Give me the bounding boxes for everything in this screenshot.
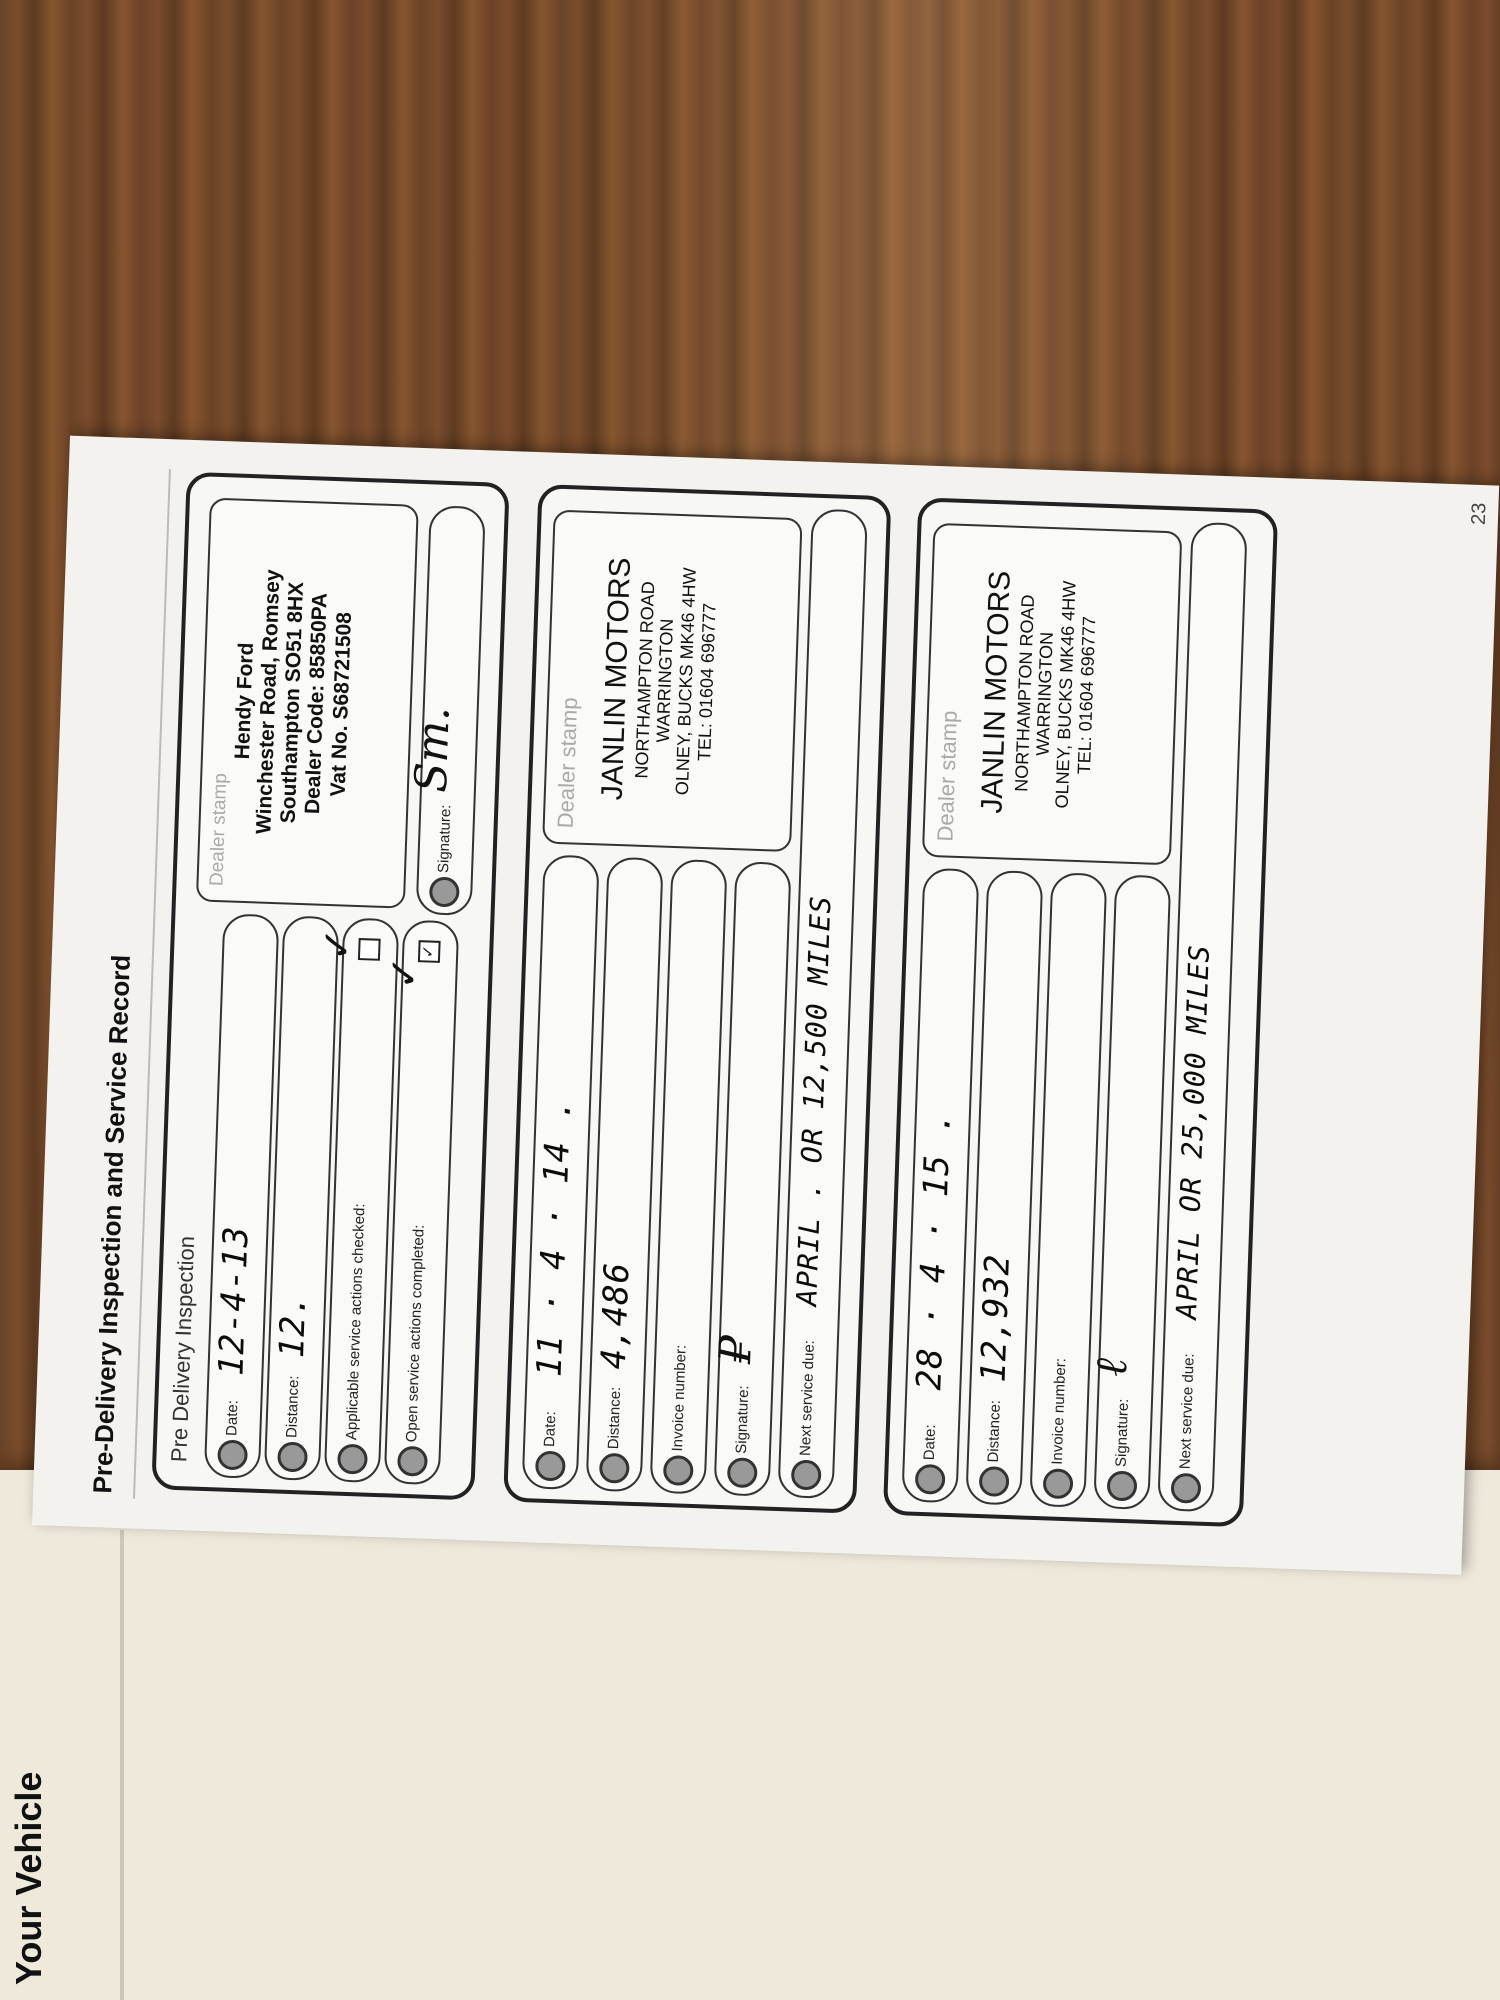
s2-next-value: APRIL OR 25,000 MILES xyxy=(1169,943,1216,1320)
bullet-icon xyxy=(1042,1468,1074,1500)
s1-next-value: APRIL . OR 12,500 MILES xyxy=(790,894,838,1307)
pdi-dealer-stamp: Dealer stamp Hendy Ford Winchester Road,… xyxy=(195,497,419,909)
s1-signature-label: Signature: xyxy=(732,1385,753,1455)
bullet-icon xyxy=(662,1455,694,1487)
s2-date-label: Date: xyxy=(920,1424,940,1461)
s2-date-value: 28 · 4 · 15 . xyxy=(909,1110,959,1391)
page-edge-line xyxy=(120,1530,124,2000)
s1-distance-label: Distance: xyxy=(605,1386,625,1450)
page-title: Pre-Delivery Inspection and Service Reco… xyxy=(87,954,136,1494)
bullet-icon xyxy=(726,1457,758,1489)
bullet-icon xyxy=(336,1443,369,1475)
pdi-date-value: 12-4-13 xyxy=(211,1224,257,1377)
pdi-signature-label: Signature: xyxy=(435,804,455,874)
s2-distance-value: 12,932 xyxy=(973,1253,1019,1384)
s1-stamp-text: JANLIN MOTORS NORTHAMPTON ROAD WARRINGTO… xyxy=(594,513,723,847)
s1-signature-scribble-icon: ₽ xyxy=(710,1334,763,1365)
pdi-applicable-label: Applicable service actions checked: xyxy=(343,1203,369,1441)
bullet-icon xyxy=(428,876,460,908)
s2-signature-scribble-icon: ℓ xyxy=(1085,1357,1138,1378)
pdi-distance-label: Distance: xyxy=(283,1375,303,1439)
check-mark-icon: ✓ xyxy=(313,926,362,963)
bullet-icon xyxy=(217,1439,249,1471)
s2-next-label: Next service due: xyxy=(1176,1353,1198,1470)
bullet-icon xyxy=(914,1463,946,1495)
bullet-icon xyxy=(396,1445,428,1477)
s1-dealer-stamp: Dealer stamp JANLIN MOTORS NORTHAMPTON R… xyxy=(542,509,803,853)
dealer-stamp-label: Dealer stamp xyxy=(932,710,962,842)
pdi-stamp-text: Hendy Ford Winchester Road, Romsey South… xyxy=(226,501,361,905)
bullet-icon xyxy=(277,1441,309,1473)
dealer-stamp-label: Dealer stamp xyxy=(552,696,583,829)
s1-next-label: Next service due: xyxy=(796,1339,818,1457)
s2-dealer-stamp: Dealer stamp JANLIN MOTORS NORTHAMPTON R… xyxy=(921,522,1183,866)
applicable-checkbox[interactable] xyxy=(357,938,381,961)
bullet-icon xyxy=(598,1452,630,1484)
service-card-2: Date: 28 · 4 · 15 . Distance: 12,932 Inv… xyxy=(882,497,1279,1528)
pdi-date-label: Date: xyxy=(223,1399,242,1437)
bullet-icon xyxy=(790,1459,822,1491)
s2-signature-label: Signature: xyxy=(1112,1398,1133,1468)
pdi-card: Pre Delivery Inspection Date: 12-4-13 Di… xyxy=(151,471,510,1501)
pdi-heading: Pre Delivery Inspection xyxy=(166,1235,200,1463)
s1-date-label: Date: xyxy=(541,1410,560,1448)
s1-invoice-label: Invoice number: xyxy=(668,1344,690,1452)
pdi-signature: Sm. xyxy=(405,705,460,794)
s2-invoice-label: Invoice number: xyxy=(1048,1357,1070,1466)
pdi-signature-row: Signature: Sm. xyxy=(406,505,486,916)
check-mark-icon: ✓ xyxy=(380,955,429,991)
s1-date-value: 11 · 4 · 14 . xyxy=(529,1097,580,1378)
pdi-open-label: Open service actions completed: xyxy=(403,1224,428,1443)
service-record-page: Pre-Delivery Inspection and Service Reco… xyxy=(32,435,1500,1575)
pdi-distance-value: 12. xyxy=(271,1292,315,1359)
bullet-icon xyxy=(978,1466,1010,1498)
s1-distance-value: 4,486 xyxy=(593,1261,638,1370)
s2-distance-label: Distance: xyxy=(984,1399,1004,1463)
s2-stamp-text: JANLIN MOTORS NORTHAMPTON ROAD WARRINGTO… xyxy=(974,527,1103,861)
page-number: 23 xyxy=(1467,502,1491,526)
left-page-title: Your Vehicle xyxy=(8,1771,49,1985)
service-card-1: Date: 11 · 4 · 14 . Distance: 4,486 Invo… xyxy=(503,484,892,1514)
bullet-icon xyxy=(1170,1472,1202,1504)
bullet-icon xyxy=(534,1450,566,1482)
bullet-icon xyxy=(1106,1470,1138,1502)
